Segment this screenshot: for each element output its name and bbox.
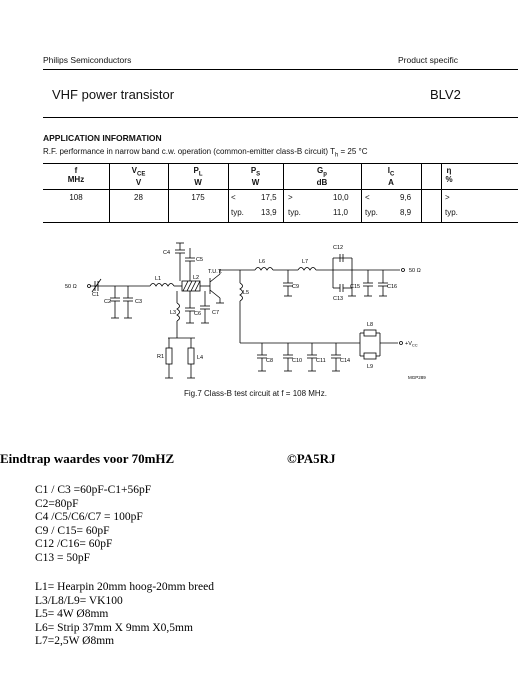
company-name: Philips Semiconductors [43,55,132,65]
svg-text:C14: C14 [340,358,350,364]
cell-vce: 28 [134,193,143,202]
svg-text:L1: L1 [155,276,161,282]
inductor-list: L1= Hearpin 20mm hoog-20mm breed L3/L8/L… [35,581,214,649]
svg-text:C15: C15 [350,284,360,290]
svg-text:L2: L2 [193,275,199,281]
table-top-rule [43,163,518,164]
list-item: L6= Strip 37mm X 9mm X0,5mm [35,621,193,634]
cell-ps-val2: 13,9 [261,208,277,217]
svg-text:C8: C8 [266,358,273,364]
list-item: L5= 4W Ø8mm [35,608,109,621]
svg-text:C10: C10 [292,358,302,364]
section-heading: APPLICATION INFORMATION [43,133,162,143]
cell-ps-op1: < [231,193,236,202]
product-title: VHF power transistor [52,87,175,102]
list-item: C12 /C16= 60pF [35,538,113,551]
label-output-50ohm: 50 Ω [409,268,421,274]
svg-text:L8: L8 [367,322,373,328]
cell-pl: 175 [191,193,205,202]
svg-text:L6: L6 [259,259,265,265]
table-header-rule [43,189,518,190]
svg-text:L7: L7 [302,259,308,265]
svg-text:L3: L3 [170,310,176,316]
svg-text:C3: C3 [135,299,142,305]
svg-text:C4: C4 [163,250,170,256]
svg-text:C7: C7 [212,310,219,316]
section-subtitle: R.F. performance in narrow band c.w. ope… [43,147,368,159]
list-item: C2=80pF [35,497,79,510]
list-item: C4 /C5/C6/C7 = 100pF [35,511,143,524]
list-item: L7=2,5W Ø8mm [35,635,115,648]
cell-gp-op2: typ. [288,208,301,217]
cell-ic-op2: typ. [365,208,378,217]
svg-text:C13: C13 [333,296,343,302]
list-item: C1 / C3 =60pF-C1+56pF [35,484,152,496]
list-item: C9 / C15= 60pF [35,524,110,537]
list-item: L3/L8/L9= VK100 [35,594,123,607]
cell-gp-val2: 11,0 [333,208,348,217]
svg-text:C6: C6 [194,311,201,317]
title-rule [43,117,518,118]
figure-caption: Fig.7 Class-B test circuit at f = 108 MH… [184,389,327,398]
cell-gp-val1: 10,0 [333,193,349,202]
label-tut: T.U.T. [208,269,223,275]
cell-eta-op1: > [445,193,450,202]
capacitor-list: C1 / C3 =60pF-C1+56pF C2=80pF C4 /C5/C6/… [35,484,151,566]
cell-f: 108 [69,193,83,202]
table-bottom-rule [43,222,518,223]
cell-eta-op2: typ. [445,208,458,217]
svg-text:L4: L4 [197,355,203,361]
label-input-50ohm: 50 Ω [65,284,77,290]
svg-text:L9: L9 [367,364,373,370]
svg-text:C2: C2 [104,299,111,305]
list-item: C13 = 50pF [35,551,91,564]
list-item: L1= Hearpin 20mm hoog-20mm breed [35,581,214,593]
cell-ps-op2: typ. [231,208,244,217]
cell-ic-val2: 8,9 [400,208,412,217]
cell-gp-op1: > [288,193,293,202]
svg-text:R1: R1 [157,354,164,360]
svg-text:C5: C5 [196,257,203,263]
col-header-eta: η% [445,166,453,184]
spec-label: Product specific [398,55,458,65]
cell-ic-op1: < [365,193,370,202]
notes-copyright: ©PA5RJ [287,451,336,466]
svg-text:C11: C11 [316,358,326,364]
svg-text:L5: L5 [243,290,249,296]
svg-text:C16: C16 [387,284,397,290]
label-vcc: +VCC [405,341,418,348]
circuit-diagram: 50 Ω 50 Ω +VCC T.U.T. MGP289 C1 C2 C3 C4… [65,242,426,380]
notes-title: Eindtrap waardes voor 70mHZ [0,451,175,466]
svg-text:C12: C12 [333,245,343,251]
svg-text:C1: C1 [92,292,99,298]
cell-ic-val1: 9,6 [400,193,412,202]
cell-ps-val1: 17,5 [261,193,277,202]
label-code: MGP289 [408,375,426,380]
header-rule [43,69,518,70]
svg-text:C9: C9 [292,284,299,290]
product-code: BLV2 [430,87,461,102]
